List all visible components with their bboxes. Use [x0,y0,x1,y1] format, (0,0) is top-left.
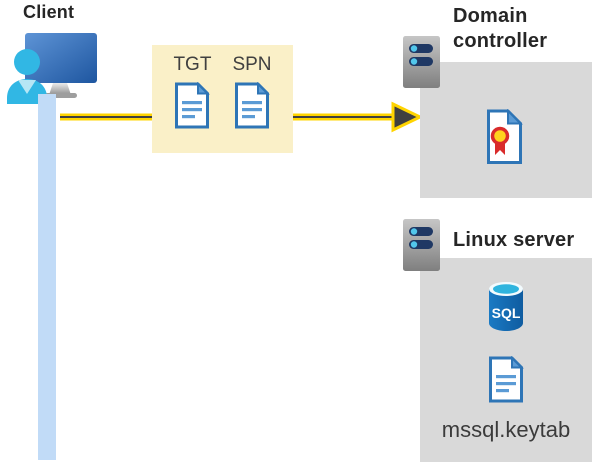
spn-label: SPN [232,54,272,75]
person-icon [7,49,47,104]
sql-database-icon: SQL [489,282,523,331]
certificate-icon [487,109,523,164]
ticket-packet-box: TGT SPN [152,45,293,153]
domain-controller-server-icon [403,36,440,88]
keytab-file-label: mssql.keytab [441,417,571,442]
arrow-head-icon [391,101,424,133]
tgt-label: TGT [173,54,212,75]
linux-server-title: Linux server [453,229,575,251]
client-user-workstation-icon [7,33,97,104]
domain-controller-title: Domain controller [453,5,548,52]
sql-icon-label: SQL [492,305,521,321]
keytab-document-icon [489,356,524,403]
linux-server-icon [403,219,440,271]
tgt-document-icon [175,82,211,129]
client-lifeline [38,94,56,460]
client-title: Client [23,2,75,22]
tgt-ticket: TGT [173,54,211,129]
spn-ticket: SPN [232,54,272,129]
spn-document-icon [234,82,270,129]
